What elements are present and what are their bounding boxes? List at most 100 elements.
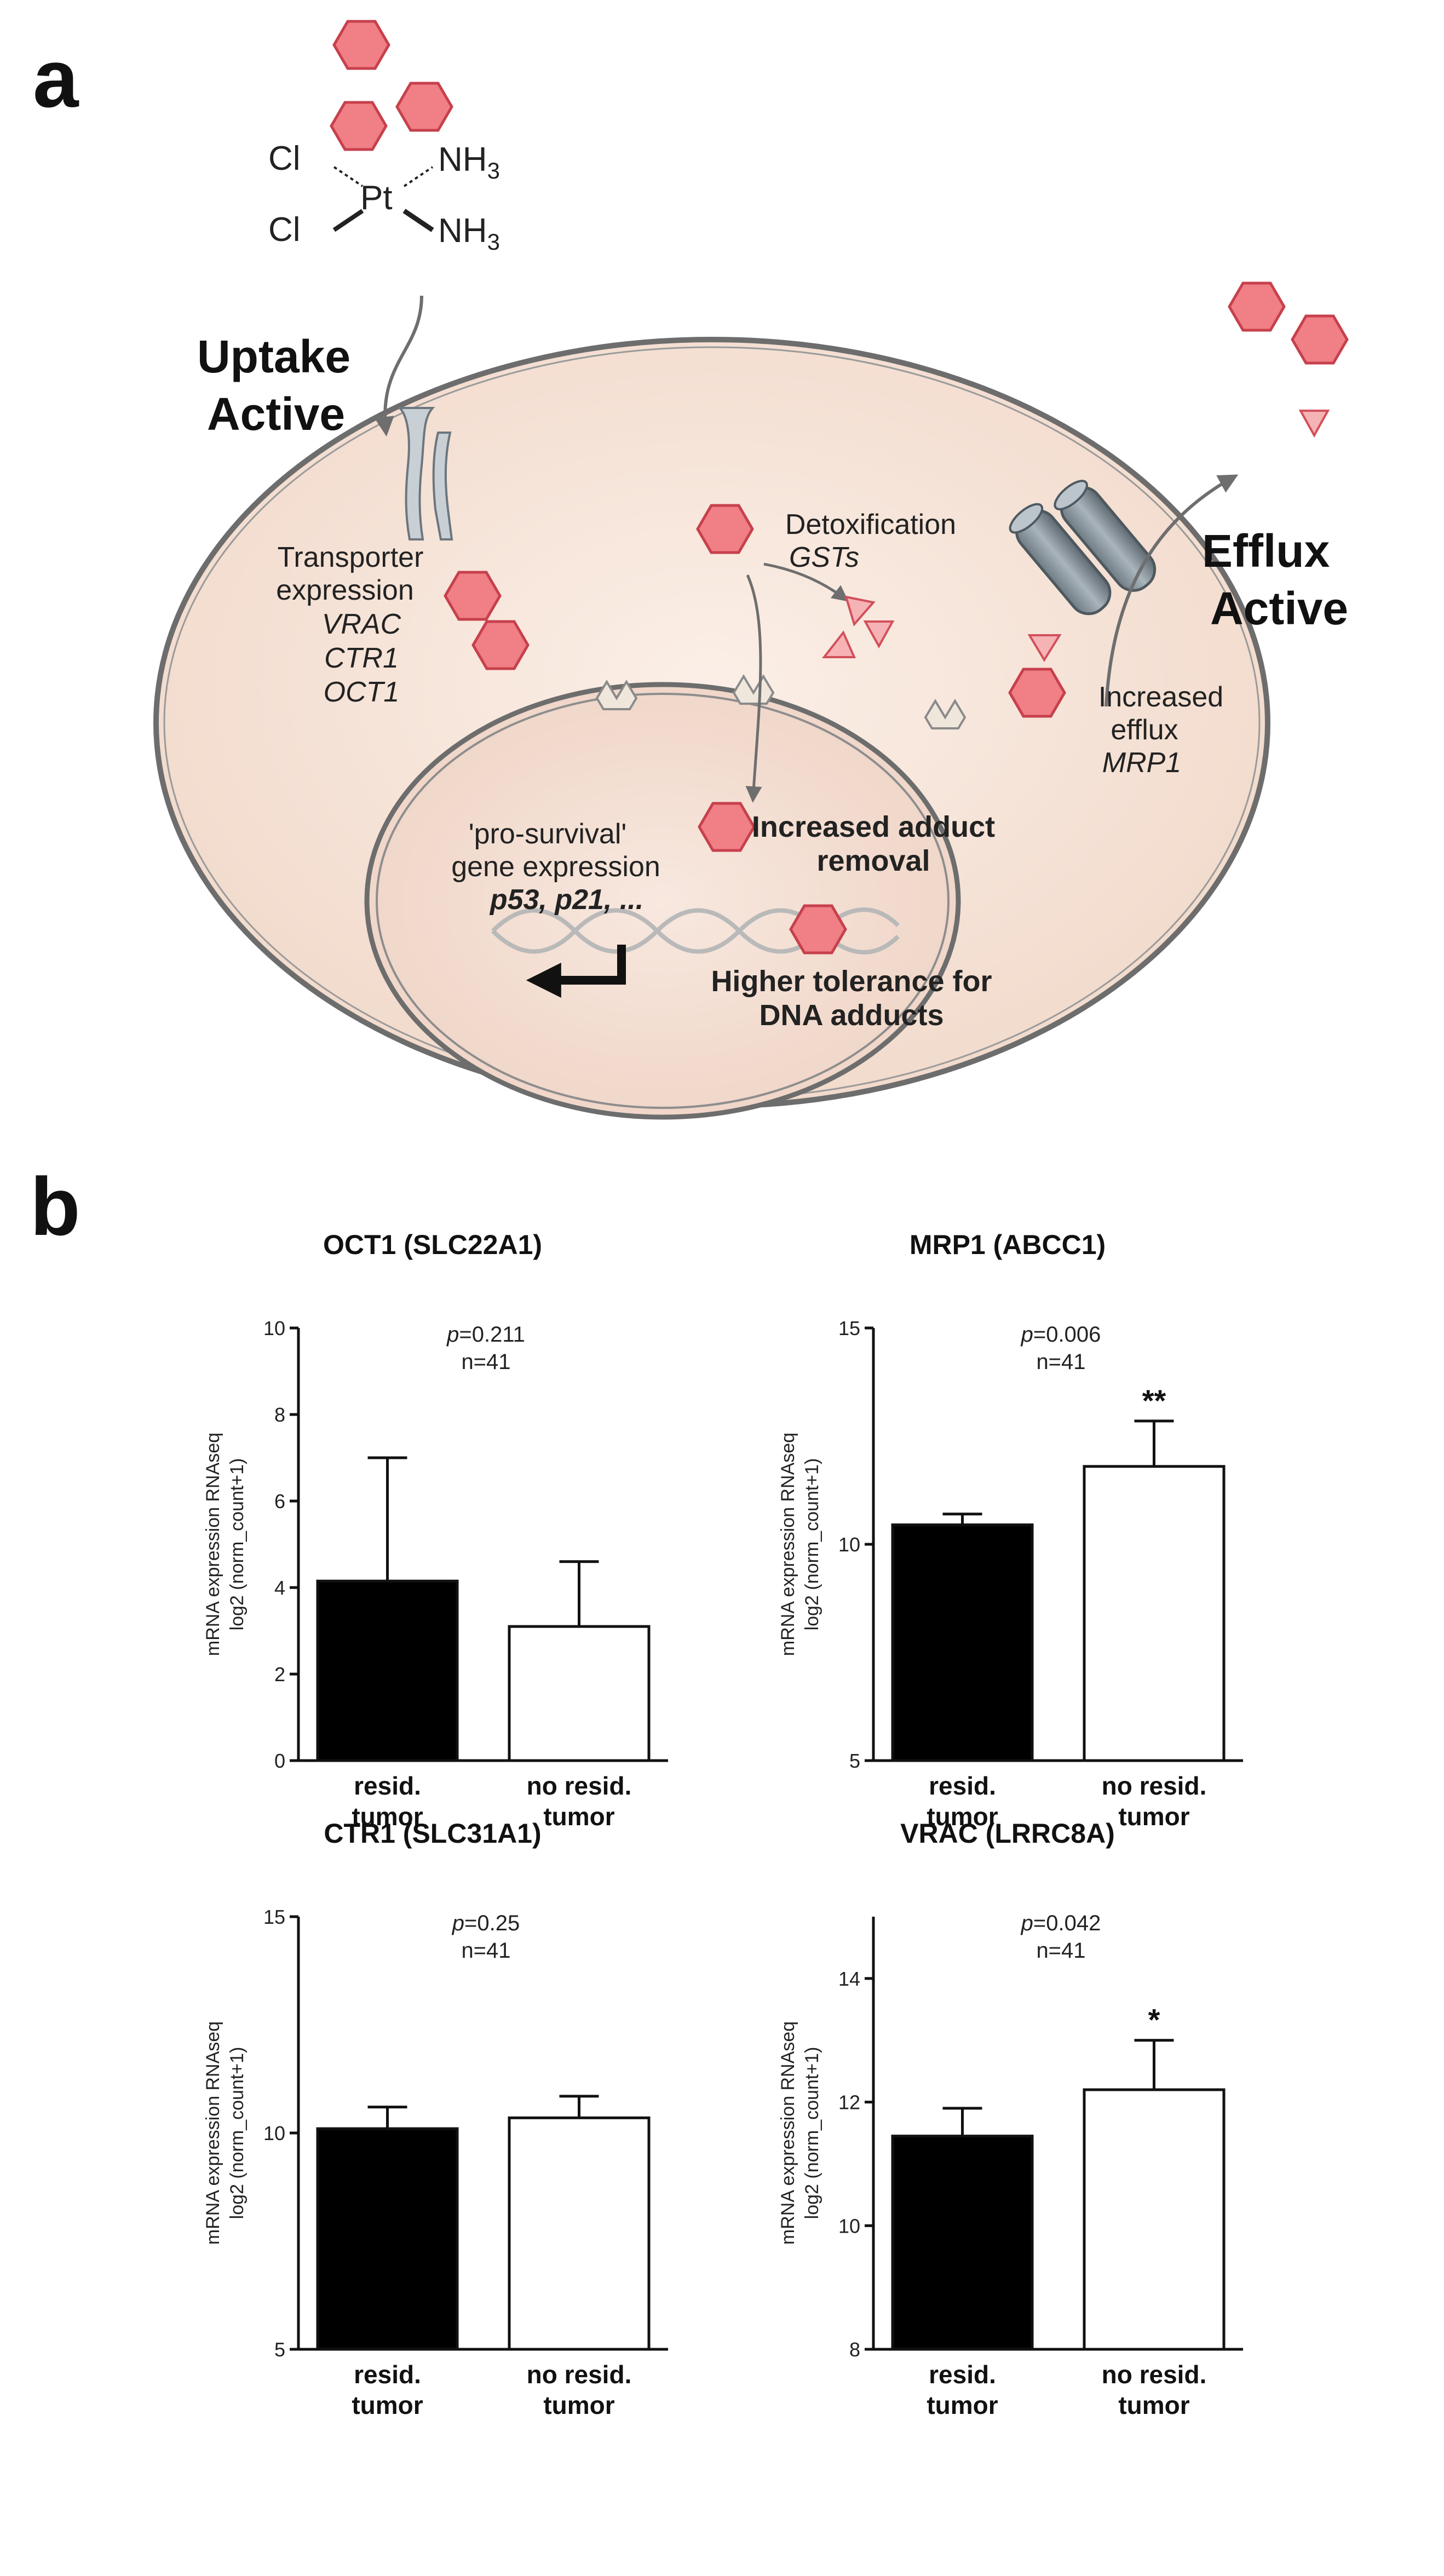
efflux-desc-label: Increased [1098, 681, 1223, 713]
tolerance-label: Higher tolerance for [711, 965, 992, 998]
cisplatin-hexagon-icon [332, 20, 390, 70]
x-tick-label: tumor [927, 1802, 998, 1831]
significance-marker: ** [1142, 1383, 1166, 1418]
n-label: n=41 [461, 1350, 510, 1374]
bar-resid-tumor [316, 1579, 459, 1762]
x-tick-label: tumor [543, 1802, 614, 1831]
p-value-label: p=0.211 [446, 1323, 525, 1347]
chlorine-label: Cl [268, 211, 301, 249]
uptake-transporter-icon [397, 407, 453, 540]
p-value: =0.006 [1033, 1323, 1101, 1347]
transporter-label: Transporter [278, 542, 424, 573]
x-tick-label: tumor [1118, 2391, 1189, 2419]
y-tick-label: 4 [274, 1577, 285, 1599]
cisplatin-hexagon-icon [789, 904, 847, 955]
y-axis-label-line: log2 (norm_count+1) [802, 1458, 822, 1631]
efflux-pump-icon [1009, 480, 1157, 616]
efflux-desc-label: efflux [1111, 714, 1178, 746]
nucleus-inner [376, 693, 950, 1109]
transcription-arrow-icon [526, 945, 626, 998]
bar-resid-tumor [891, 1523, 1034, 1762]
nucleus [364, 682, 961, 1120]
y-tick-label: 12 [838, 2091, 860, 2114]
transporter-gene: OCT1 [324, 676, 400, 708]
p-symbol: p [452, 1911, 464, 1935]
p-value-label: p=0.042 [1021, 1911, 1101, 1935]
cisplatin-hexagons [330, 20, 1349, 955]
x-tick-label: no resid. [527, 2360, 632, 2389]
y-axis-label-line: log2 (norm_count+1) [802, 2047, 822, 2220]
cisplatin-structure: Cl Cl Pt NH3 NH3 [268, 140, 500, 255]
cisplatin-hexagon-icon [1291, 314, 1349, 365]
metabolite-triangles [821, 410, 1330, 662]
nuclear-pores [595, 674, 966, 729]
y-tick-label: 2 [274, 1663, 285, 1686]
p-value: =0.25 [464, 1911, 520, 1935]
x-tick-label: resid. [929, 2360, 996, 2389]
y-axis-label-line: log2 (norm_count+1) [227, 2047, 248, 2220]
pro-survival-label: gene expression [451, 851, 660, 883]
p-symbol: p [1021, 1323, 1033, 1347]
p-symbol: p [1021, 1911, 1033, 1935]
x-tick-label: tumor [543, 2391, 614, 2419]
detox-arrow-icon [763, 562, 849, 602]
adduct-removal-label: removal [816, 844, 930, 877]
detox-label: Detoxification [785, 509, 956, 540]
chart-title: OCT1 (SLC22A1) [323, 1229, 542, 1260]
cisplatin-hexagon-icon [330, 101, 388, 151]
efflux-arrow-icon [1104, 474, 1239, 707]
bar-no-resid-tumor [1083, 2088, 1226, 2351]
n-label: n=41 [1036, 1939, 1085, 1963]
n-label: n=41 [1036, 1350, 1085, 1374]
uptake-label: Uptake [197, 331, 350, 382]
y-tick-label: 15 [838, 1317, 860, 1339]
x-tick-label: tumor [927, 2391, 998, 2419]
transporter-label: expression [276, 574, 413, 606]
bar-no-resid-tumor [508, 1625, 651, 1762]
cisplatin-hexagon-icon [444, 571, 502, 621]
transporter-gene: CTR1 [324, 642, 399, 674]
panel-a-letter: a [33, 32, 79, 124]
adduct-removal-label: Increased adduct [752, 810, 995, 843]
tolerance-label: DNA adducts [759, 999, 944, 1032]
x-tick-label: resid. [354, 1772, 421, 1800]
metabolite-triangle-icon [1027, 634, 1062, 662]
y-tick-label: 15 [263, 1906, 285, 1928]
x-tick-label: resid. [354, 2360, 421, 2389]
metabolite-triangle-icon [844, 595, 876, 627]
x-tick-label: no resid. [1102, 2360, 1207, 2389]
y-tick-label: 8 [274, 1404, 285, 1426]
y-axis-label-line: mRNA expression RNAseq [778, 2021, 798, 2245]
y-tick-label: 14 [838, 1968, 860, 1990]
y-axis-label-line: log2 (norm_count+1) [227, 1458, 248, 1631]
ammine-label: NH3 [438, 141, 500, 183]
pro-survival-genes: p53, p21, ... [489, 884, 643, 916]
significance-marker: * [1148, 2003, 1160, 2037]
metabolite-triangle-icon [1298, 410, 1330, 438]
y-axis-label-line: mRNA expression RNAseq [203, 2021, 223, 2245]
p-symbol: p [446, 1323, 459, 1347]
bar-no-resid-tumor [508, 2116, 651, 2351]
chart-title: MRP1 (ABCC1) [910, 1229, 1106, 1260]
n-label: n=41 [461, 1939, 510, 1963]
platinum-label: Pt [360, 179, 393, 217]
p-value: =0.042 [1033, 1911, 1101, 1935]
efflux-active-label: Active [1210, 583, 1348, 634]
p-value-label: p=0.25 [452, 1911, 520, 1935]
y-tick-label: 8 [849, 2338, 860, 2361]
transporter-gene: VRAC [322, 608, 401, 640]
bar-resid-tumor [891, 2135, 1034, 2351]
panel-a-diagram: a [33, 20, 1349, 1120]
ammine-label: NH3 [438, 212, 500, 255]
x-tick-label: tumor [352, 2391, 423, 2419]
efflux-gene: MRP1 [1102, 747, 1181, 779]
x-tick-label: no resid. [527, 1772, 632, 1800]
